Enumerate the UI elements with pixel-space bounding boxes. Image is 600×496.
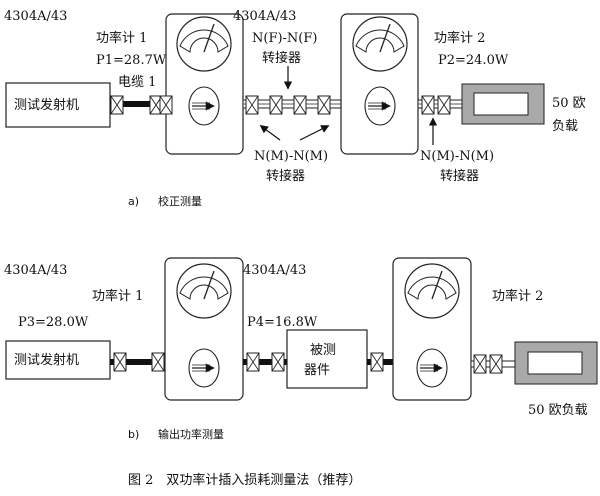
connector — [370, 352, 384, 372]
cable-label: 电缆 1 — [118, 74, 156, 90]
reading-p3: P3=28.0W — [18, 315, 89, 330]
meter-model-label: 4304A/43 — [233, 9, 296, 24]
dut-label-line1: 被测 — [310, 343, 336, 358]
connector — [110, 95, 124, 115]
dut-label-line2: 器件 — [304, 363, 330, 378]
connector — [271, 352, 285, 372]
diagram-b: 4304A/43 4304A/43 功率计 1 P3=28.0W P4=16.8… — [4, 257, 598, 441]
caption-a: 校正测量 — [158, 194, 202, 208]
power-meter-2-label: 功率计 2 — [434, 30, 485, 46]
connector — [293, 95, 307, 115]
caption-b: 输出功率测量 — [158, 427, 224, 441]
meter-model-label: 4304A/43 — [4, 263, 67, 278]
transmitter-box — [5, 82, 111, 128]
caption-letter-a: a) — [128, 195, 139, 208]
transmitter-label: 测试发射机 — [14, 352, 79, 368]
connector — [159, 95, 173, 115]
connector — [245, 95, 259, 115]
reading-p4: P4=16.8W — [247, 315, 318, 330]
power-meter-2-body — [340, 13, 419, 155]
connector — [269, 95, 283, 115]
arrow-mm-left-1 — [259, 125, 281, 141]
connector — [151, 352, 165, 372]
diagram-a: 4304A/43 4304A/43 功率计 1 P1=28.7W 电缆 1 测试… — [4, 9, 586, 208]
connector — [246, 352, 260, 372]
power-meter-2-label: 功率计 2 — [492, 288, 543, 304]
arrow-mm-left-2 — [299, 125, 330, 141]
connector — [489, 354, 503, 374]
power-meter-1-label: 功率计 1 — [92, 288, 143, 304]
load-cn-label: 负载 — [552, 119, 578, 134]
connector — [113, 352, 127, 372]
power-meter-1-body — [164, 257, 244, 401]
adapter-mm-left-label: N(M)-N(M) — [254, 149, 328, 164]
figure-caption: 图 2 双功率计插入损耗测量法（推荐） — [128, 472, 361, 488]
adapter-ff-label: N(F)-N(F) — [252, 31, 317, 46]
meter-model-label: 4304A/43 — [4, 9, 67, 24]
reading-p1: P1=28.7W — [96, 53, 167, 68]
power-meter-2-body — [392, 257, 472, 401]
load-ohm-label: 50 欧 — [552, 96, 586, 111]
connector — [473, 354, 487, 374]
power-meter-1-label: 功率计 1 — [96, 30, 147, 46]
meter-model-label: 4304A/43 — [243, 263, 306, 278]
adapter-ff-cn-label: 转接器 — [262, 50, 301, 66]
connector — [421, 95, 435, 115]
connector — [437, 95, 451, 115]
cable-1 — [110, 101, 156, 107]
reading-p2: P2=24.0W — [438, 53, 509, 68]
load-label: 50 欧负载 — [528, 403, 588, 418]
caption-letter-b: b) — [128, 428, 139, 441]
adapter-mm-right-cn-label: 转接器 — [440, 168, 479, 184]
power-meter-1-body — [165, 13, 244, 155]
transmitter-label: 测试发射机 — [14, 97, 79, 113]
dut-box — [286, 329, 368, 389]
connector — [317, 95, 331, 115]
adapter-mm-left-cn-label: 转接器 — [266, 168, 305, 184]
adapter-mm-right-label: N(M)-N(M) — [420, 149, 494, 164]
